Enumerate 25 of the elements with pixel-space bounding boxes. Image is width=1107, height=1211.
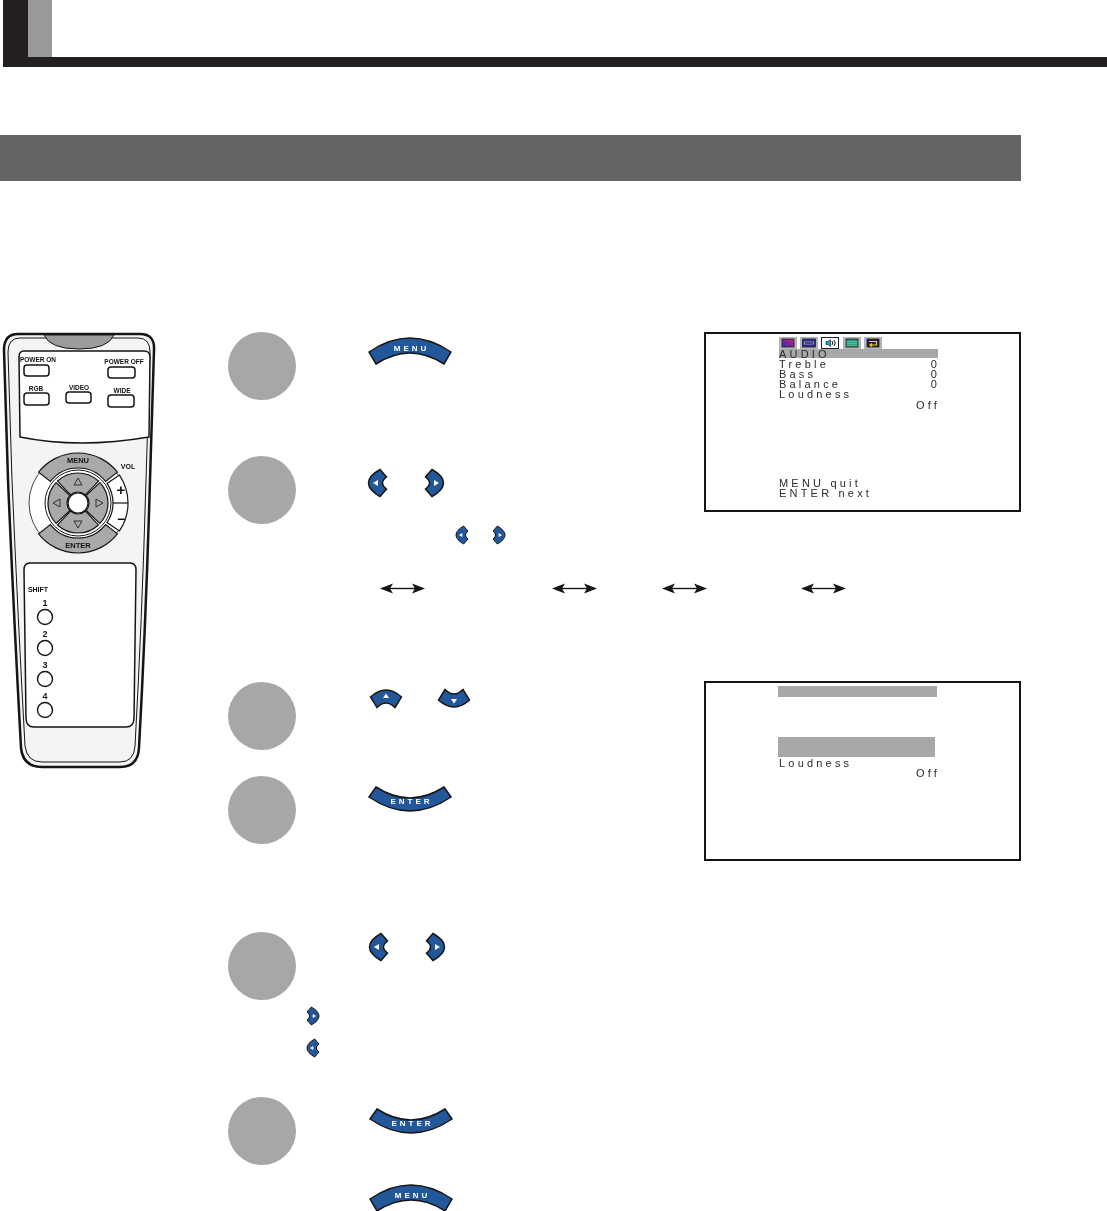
button-label: 4	[42, 691, 48, 701]
menu-item: Balance	[779, 379, 842, 389]
menu-value: Off	[915, 768, 940, 778]
screen-display	[704, 332, 1021, 512]
menu-value: 0	[930, 379, 940, 389]
button-label: 3	[42, 660, 48, 670]
screen-display	[704, 681, 1021, 861]
menu-title: AUDIO	[779, 349, 830, 359]
menu-item: Loudness	[779, 389, 853, 399]
menu-hint: MENU quit	[779, 478, 861, 488]
minus-sign: −	[116, 512, 126, 526]
menu-item: Bass	[779, 369, 817, 379]
menu-item: Treble	[779, 359, 829, 369]
menu-value: 0	[930, 359, 940, 369]
menu-item: Loudness	[779, 758, 853, 768]
remote-key: ENTER	[368, 786, 452, 814]
button-label: 1	[42, 598, 48, 608]
menu-value: Off	[915, 400, 940, 410]
plus-sign: +	[116, 481, 126, 497]
remote-key: ENTER	[369, 1108, 453, 1136]
remote-key: MENU	[369, 1184, 453, 1211]
remote-key: MENU	[368, 337, 452, 365]
menu-hint: ENTER next	[779, 488, 873, 498]
button-label: 2	[42, 629, 48, 639]
menu-value: 0	[930, 369, 940, 379]
